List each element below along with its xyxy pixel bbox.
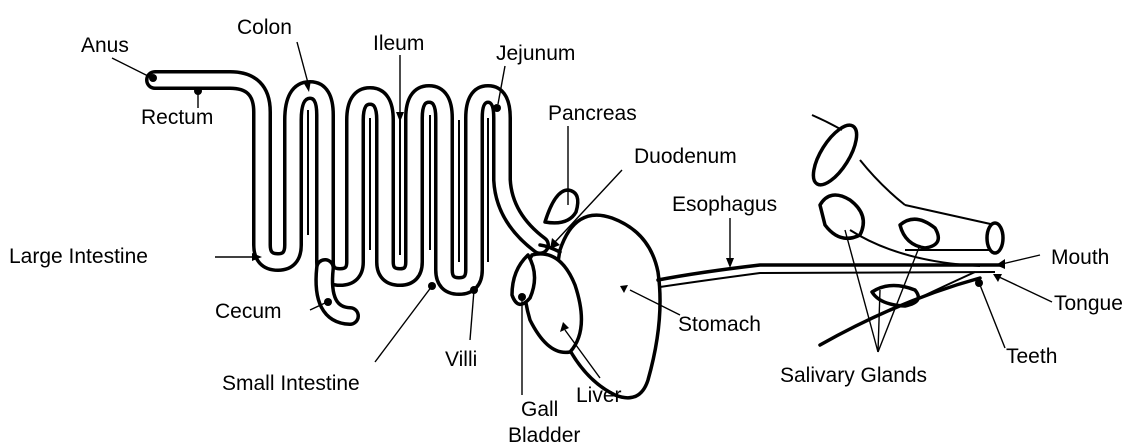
salivary-gland-2 <box>900 219 938 248</box>
label-colon: Colon <box>237 16 292 39</box>
label-small-intestine: Small Intestine <box>222 372 360 395</box>
label-salivary-glands: Salivary Glands <box>780 364 927 387</box>
label-teeth: Teeth <box>1006 345 1057 368</box>
pancreas-organ <box>545 190 578 223</box>
label-villi: Villi <box>445 348 477 371</box>
label-esophagus: Esophagus <box>672 193 777 216</box>
label-pancreas: Pancreas <box>548 102 637 125</box>
label-bladder: Bladder <box>508 424 580 447</box>
label-rectum: Rectum <box>141 106 213 129</box>
label-liver: Liver <box>576 384 622 407</box>
salivary-gland-1 <box>820 195 863 238</box>
label-cecum: Cecum <box>215 300 282 323</box>
label-stomach: Stomach <box>678 313 761 336</box>
head-structure <box>805 115 1003 345</box>
label-gall: Gall <box>521 398 558 421</box>
label-anus: Anus <box>81 34 129 57</box>
label-large-intestine: Large Intestine <box>9 245 148 268</box>
label-jejunum: Jejunum <box>496 42 575 65</box>
label-tongue: Tongue <box>1054 292 1123 315</box>
label-mouth: Mouth <box>1051 246 1109 269</box>
label-duodenum: Duodenum <box>634 145 737 168</box>
label-ileum: Ileum <box>373 32 424 55</box>
